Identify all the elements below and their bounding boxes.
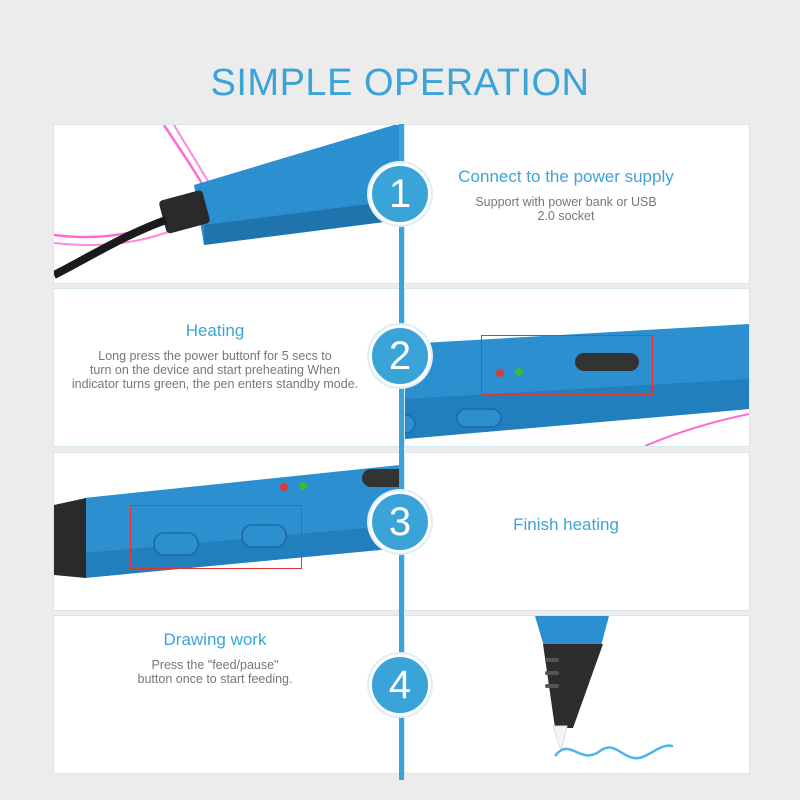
step-1-image-panel xyxy=(53,124,401,284)
vent-slot xyxy=(545,671,559,675)
step-4-text-panel: Drawing work Press the "feed/pause" butt… xyxy=(53,615,401,774)
usb-cable xyxy=(54,216,168,279)
feed-buttons-highlight-box xyxy=(130,505,302,569)
step-4-image-panel xyxy=(404,615,750,774)
step-1-description: Support with power bank or USB 2.0 socke… xyxy=(475,195,657,223)
step-1-title: Connect to the power supply xyxy=(458,167,674,186)
step-3-title: Finish heating xyxy=(513,515,619,534)
pen-drawing-photo xyxy=(535,616,674,760)
step-1-text-panel: Connect to the power supply Support with… xyxy=(404,124,750,284)
step-3-text-panel: Finish heating xyxy=(404,452,750,611)
drawn-filament-line xyxy=(554,744,674,760)
power-button xyxy=(575,353,639,371)
pen-charging-photo xyxy=(54,125,400,279)
step-4-title: Drawing work xyxy=(163,630,267,649)
step-2-text-panel: Heating Long press the power buttonf for… xyxy=(53,288,401,447)
reverse-button xyxy=(405,414,416,434)
filament-strand xyxy=(644,413,749,446)
pen-body-shade xyxy=(204,200,400,245)
red-indicator-light xyxy=(280,483,288,491)
step-3-number-badge: 3 xyxy=(369,491,431,553)
power-button-highlight-box xyxy=(481,335,653,395)
power-button xyxy=(362,469,400,487)
step-3-image-panel xyxy=(53,452,401,611)
page-title: SIMPLE OPERATION xyxy=(210,62,590,104)
reverse-button xyxy=(153,532,199,556)
pen-nozzle-cap xyxy=(54,498,86,578)
step-4-number-badge: 4 xyxy=(369,654,431,716)
feed-button xyxy=(456,408,502,428)
usb-plug xyxy=(159,190,210,234)
step-2-image-panel xyxy=(404,288,750,447)
step-2-title: Heating xyxy=(185,321,245,340)
vent-slot xyxy=(545,658,559,662)
pen-nozzle-tip xyxy=(552,725,568,753)
step-1-number-badge: 1 xyxy=(369,163,431,225)
feed-button xyxy=(241,524,287,548)
step-2-number-badge: 2 xyxy=(369,325,431,387)
timeline-line xyxy=(399,124,404,780)
step-4-description: Press the "feed/pause" button once to st… xyxy=(137,658,293,686)
pen-body-shade xyxy=(84,525,400,578)
red-indicator-light xyxy=(496,369,504,377)
green-indicator-light xyxy=(515,368,523,376)
pen-nozzle-cap xyxy=(543,644,603,728)
vent-slot xyxy=(545,684,559,688)
pen-feed-buttons-photo xyxy=(54,465,400,578)
step-2-description: Long press the power buttonf for 5 secs … xyxy=(71,349,359,391)
green-indicator-light xyxy=(299,482,307,490)
pen-body xyxy=(535,616,609,650)
